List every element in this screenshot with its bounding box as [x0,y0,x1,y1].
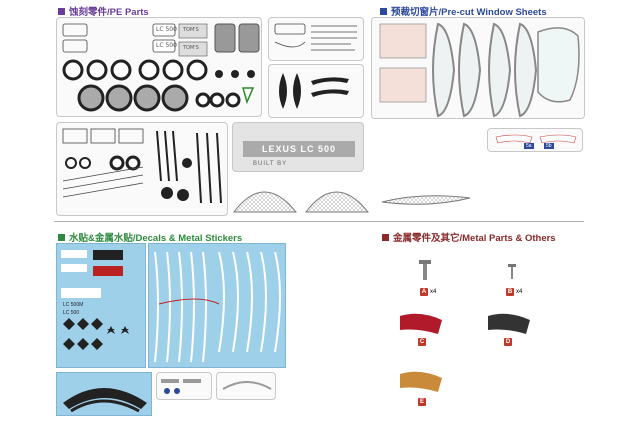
mesh-piece-1 [232,176,298,216]
decal-lc500-label-1: LC 500M [63,302,84,308]
pe-square-icon [58,7,65,15]
pe-toms-label-a: TOM'S [183,27,199,33]
metal-part-d [484,310,534,340]
pe-toms-label-b: TOM'S [183,45,199,51]
metal-part-b [508,262,516,280]
section-divider [54,221,584,222]
brand-plate-label: LEXUS LC 500 [243,141,355,157]
pe-sheet-3-drawing [279,73,349,109]
pe-lc500-label-a: LC 500 [156,26,177,33]
metal-part-e [396,368,446,398]
window-square-icon [380,7,387,15]
decals-title: 水贴&金属水贴/Decals & Metal Stickers [58,230,242,244]
metal-tag-d: D [504,338,512,346]
window-strip-drawing [495,134,577,144]
lexus-plate-panel: LEXUS LC 500 BUILT BY [232,122,364,172]
decal-sheet-4 [156,372,212,400]
window-strip-panel: 5a 5b [487,128,583,152]
pe-parts-title-text: 蚀刻零件/PE Parts [69,7,149,18]
pe-sheet-4-drawing [62,128,222,204]
window-label-b: 5b [544,143,554,149]
metal-tag-c: C [418,338,426,346]
metal-part-c [396,310,446,340]
metal-parts-title-text: 金属零件及其它/Metal Parts & Others [393,233,556,244]
metal-square-icon [382,233,389,241]
decal-sheet-2-drawing [154,251,281,363]
built-by-label: BUILT BY [253,161,288,167]
pe-sheet-1: LC 500 LC 500 TOM'S TOM'S [56,17,262,117]
decal-sheet-2 [148,243,286,368]
window-sheets-title: 预裁切窗片/Pre-cut Window Sheets [380,4,547,18]
decals-title-text: 水贴&金属水贴/Decals & Metal Stickers [69,233,243,244]
metal-part-a [418,258,432,282]
pe-sheet-2-drawing [274,23,357,51]
metal-parts-title: 金属零件及其它/Metal Parts & Others [382,230,556,244]
mesh-piece-2 [304,176,370,216]
window-label-a: 5a [524,143,534,149]
metal-tag-a: A x4 [420,288,437,296]
metal-tag-e: E [418,398,426,406]
decal-sheet-1: LC 500M LC 500 [56,243,146,368]
mesh-strip [378,190,474,214]
decals-square-icon [58,233,65,241]
pe-parts-title: 蚀刻零件/PE Parts [58,4,149,18]
pe-sheet-2 [268,17,364,61]
pe-sheet-4 [56,122,228,216]
pe-sheet-1-drawing [62,23,260,112]
pe-sheet-3 [268,64,364,118]
decal-lc500-label-2: LC 500 [63,310,80,316]
window-sheets-title-text: 预裁切窗片/Pre-cut Window Sheets [391,7,547,18]
metal-tag-b: B x4 [506,288,523,296]
pe-lc500-label-b: LC 500 [156,42,177,49]
decal-sheet-5 [216,372,276,400]
window-sheet-drawing [379,22,580,118]
window-sheet-panel [371,17,585,119]
decal-sheet-3 [56,372,152,416]
decal-sheet-1-drawing [61,250,129,350]
decal-sheet-3-drawing [63,388,147,413]
